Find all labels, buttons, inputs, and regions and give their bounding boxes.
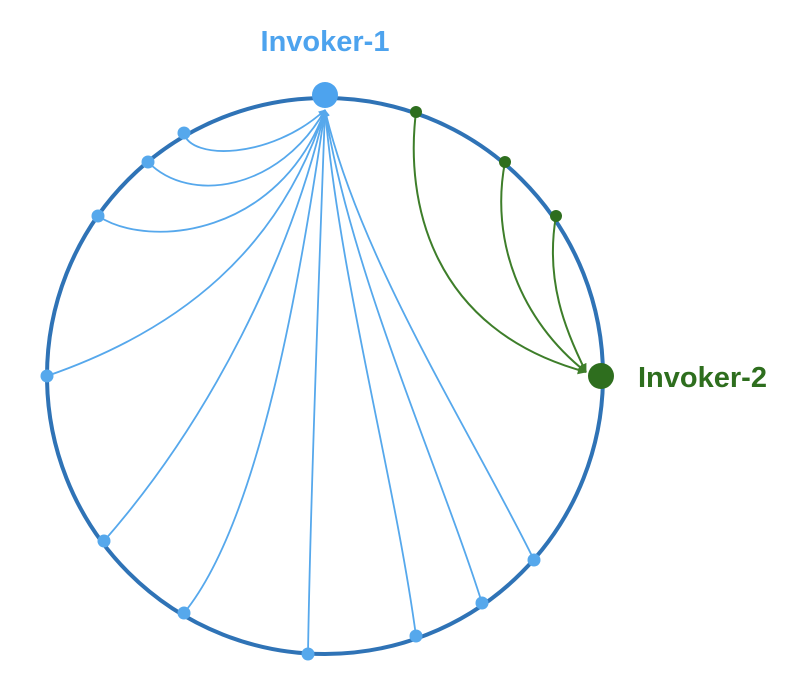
- invoker-2-edge: [551, 215, 587, 373]
- invoker-2-client-node[interactable]: [410, 106, 422, 118]
- invoker-2-client-node[interactable]: [550, 210, 562, 222]
- invoker-1-edge: [322, 109, 417, 637]
- invoker-1-client-node[interactable]: [475, 596, 489, 610]
- invoker-1-node[interactable]: [312, 82, 338, 108]
- invoker-1-edge: [97, 109, 327, 233]
- invoker-2-node[interactable]: [588, 363, 614, 389]
- hash-ring: [45, 96, 605, 656]
- invoker-1-edge: [322, 109, 483, 604]
- invoker-1-edge: [307, 109, 329, 655]
- invoker-1-client-node[interactable]: [40, 369, 54, 383]
- invoker-1-edge: [147, 109, 326, 187]
- invoker-1-client-node[interactable]: [409, 629, 423, 643]
- invoker-2-edges: [412, 111, 587, 375]
- invoker-1-edge: [183, 109, 328, 614]
- invoker-2-client-node[interactable]: [499, 156, 511, 168]
- invoker-1-nodes: [40, 126, 541, 661]
- invoker-1-client-node[interactable]: [91, 209, 105, 223]
- invoker-2-edge: [412, 111, 587, 375]
- invoker-2-nodes: [410, 106, 562, 222]
- invoker-1-client-node[interactable]: [301, 647, 315, 661]
- invoker-1-client-node[interactable]: [527, 553, 541, 567]
- invoker-1-client-node[interactable]: [141, 155, 155, 169]
- invoker-1-label: Invoker-1: [261, 26, 390, 58]
- invoker-2-label: Invoker-2: [638, 362, 767, 394]
- invoker-1-edge: [46, 109, 327, 377]
- invoker-1-edge: [103, 109, 327, 542]
- invoker-1-edges: [46, 109, 535, 655]
- invoker-2-edge: [500, 161, 587, 373]
- invoker-1-client-node[interactable]: [97, 534, 111, 548]
- invoker-1-client-node[interactable]: [177, 606, 191, 620]
- invoker-1-client-node[interactable]: [177, 126, 191, 140]
- invoker-1-edge: [323, 109, 535, 561]
- invoker-1-edge: [183, 109, 326, 152]
